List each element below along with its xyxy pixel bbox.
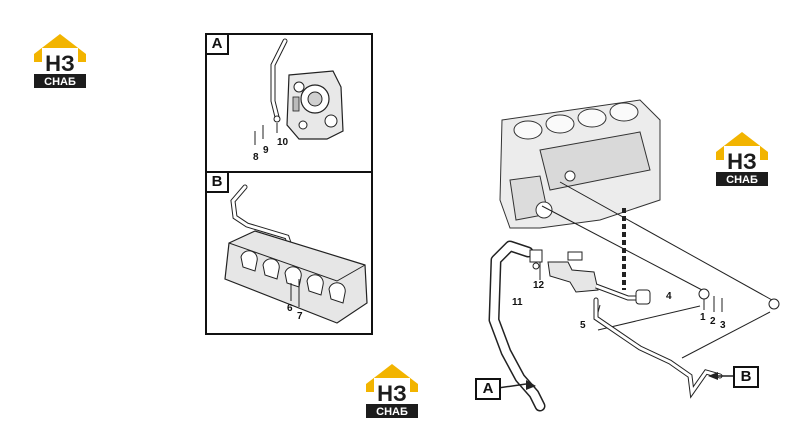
crankcase-drawing [224,184,368,324]
part-label-12: 12 [533,280,545,291]
logo-right: НЗ СНАБ [710,128,774,188]
inset-a: A 8 9 10 [205,33,373,173]
part-label-4: 4 [666,291,672,302]
part-label-11: 11 [512,297,523,308]
logo-graphic: НЗ СНАБ [716,132,768,186]
engine-block [499,99,661,229]
logo-graphic: НЗ СНАБ [366,364,418,418]
logo-top-left: НЗ СНАБ [28,30,92,90]
logo-bottom: НЗ СНАБ [360,360,424,420]
inset-b-tag: B [207,173,229,193]
part-label-5: 5 [580,320,586,331]
part-label-9: 9 [263,145,269,156]
logo-line2: СНАБ [44,76,76,88]
front-cover-drawing [254,38,344,145]
part-label-1: 1 [700,312,706,323]
inset-b: B 6 7 [205,171,373,335]
callout-a: A [475,378,501,400]
logo-line1: НЗ [727,149,757,174]
callout-b: B [733,366,759,388]
part-label-3: 3 [720,320,726,331]
part-label-8: 8 [253,152,259,163]
part-label-10: 10 [277,137,289,148]
logo-line1: НЗ [377,381,407,406]
part-label-2: 2 [710,316,716,327]
logo-line2: СНАБ [726,174,758,186]
inset-a-tag: A [207,35,229,55]
logo-graphic: НЗ СНАБ [34,34,86,88]
part-label-7: 7 [297,311,303,322]
logo-line2: СНАБ [376,406,408,418]
logo-line1: НЗ [45,51,75,76]
part-label-6: 6 [287,303,293,314]
